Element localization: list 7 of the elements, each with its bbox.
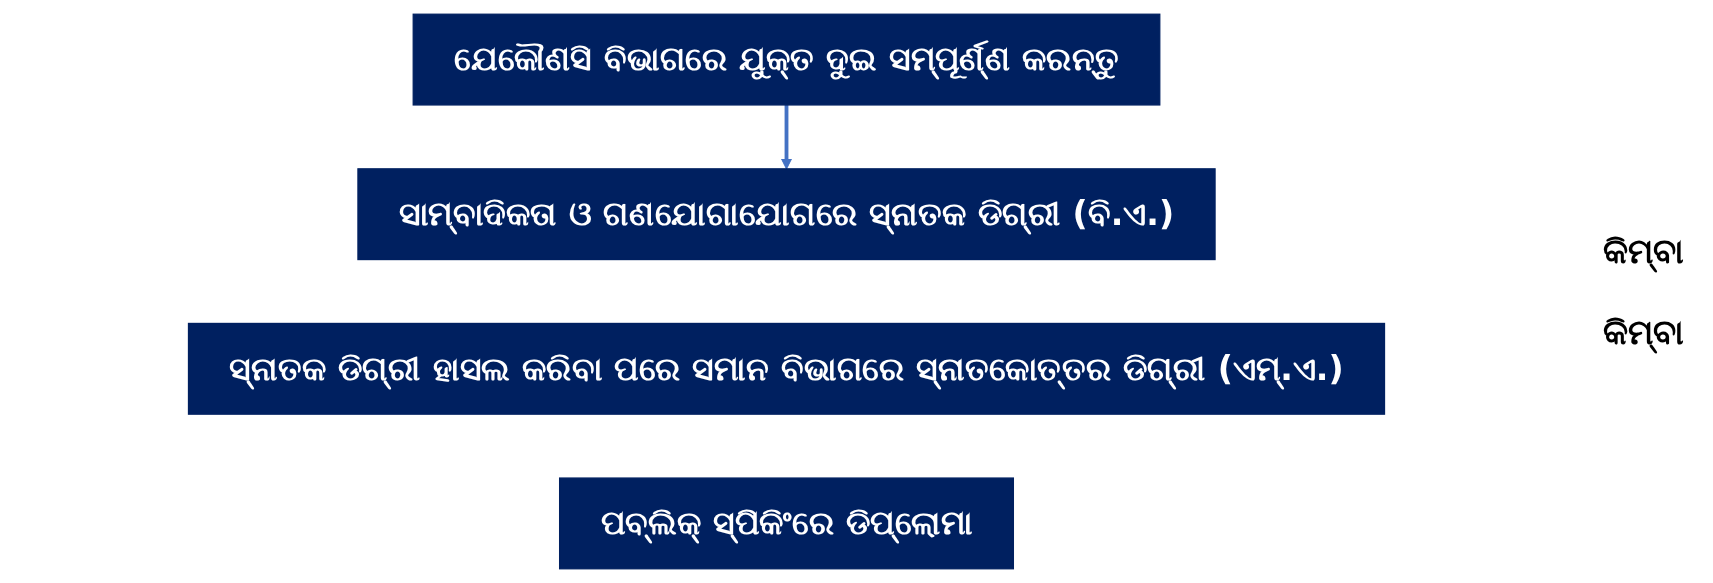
label-text: କିମ୍ବା [1602,230,1684,272]
node-box: ଯେକୌଣସି ବିଭାଗରେ ଯୁକ୍ତ ଦୁଇ ସମ୍ପୂର୍ଣ୍ଣ କରନ୍ତୁ [412,13,1161,106]
arrow [780,104,793,170]
label-text: କିମ୍ବା [1602,311,1684,353]
node-box: ସାମ୍ବାଦିକତା ଓ ଗଣଯୋଗାଯୋଗରେ ସ୍ନାତକ ଡିଗ୍ରୀ (ବି.ଏ.) [357,168,1216,261]
node-box: ସ୍ନାତକ ଡିଗ୍ରୀ ହାସଲ କରିବା ପରେ ସମାନ ବିଭାଗରେ ସ୍ନାତକୋତ୍ତର ଡିଗ୍ରୀ (ଏମ୍.ଏ.) [187,322,1386,415]
node-box: ପବ୍ଲିକ୍ ସ୍ପିକିଂରେ ଡିପ୍ଲୋମା [559,477,1014,570]
